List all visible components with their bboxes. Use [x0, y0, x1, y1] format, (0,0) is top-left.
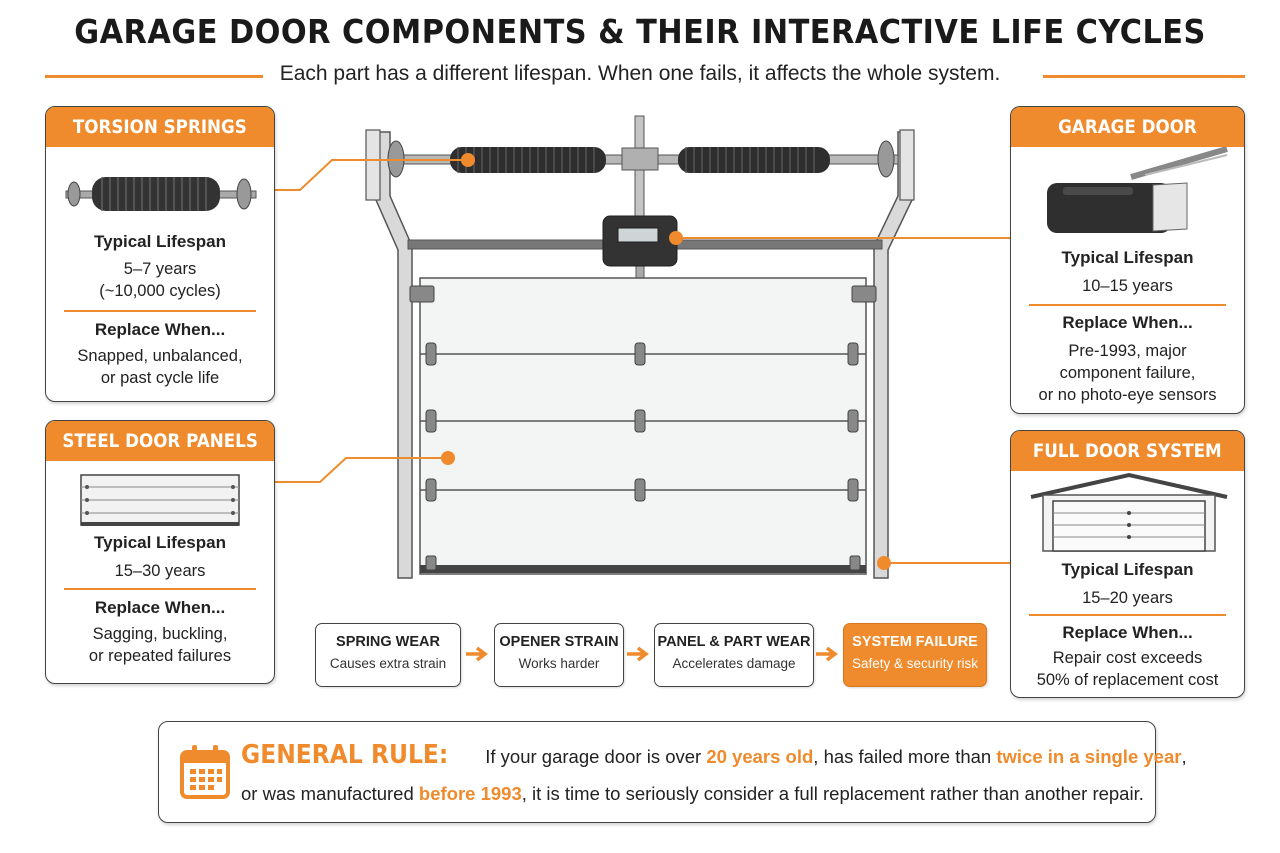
flow-arrow-icon — [816, 646, 838, 662]
subtitle-rule — [0, 62, 1280, 92]
flow-arrow-icon — [627, 646, 649, 662]
flow-opener-strain: OPENER STRAIN Works harder — [494, 623, 624, 687]
full-door-system-card: FULL DOOR SYSTEM Typical Lifespan 15–20 … — [1010, 430, 1245, 698]
torsion-divider — [64, 310, 256, 312]
system-replace-line-1: Repair cost exceeds — [1052, 649, 1203, 667]
garage-door-opener-title: GARAGE DOOR OPENER — [1011, 107, 1244, 178]
flow-step-title: PANEL & PART WEAR — [657, 634, 811, 650]
general-rule-line-2: or was manufactured before 1993, it is t… — [241, 783, 1144, 805]
rule-text: , — [1181, 746, 1187, 767]
panels-divider — [64, 588, 256, 590]
garage-house-icon — [1030, 472, 1228, 552]
torsion-springs-card: TORSION SPRINGS Typical Lifespan 5–7 yea… — [45, 106, 275, 402]
flow-arrow-icon — [466, 646, 488, 662]
subtitle-line-right — [1043, 75, 1245, 78]
flow-step-sub: Accelerates damage — [672, 656, 796, 671]
system-divider — [1029, 614, 1226, 616]
opener-replace-line-3: or no photo-eye sensors — [1038, 386, 1217, 404]
full-door-system-title: FULL DOOR SYSTEM — [1011, 431, 1244, 471]
rule-text: If your garage door is over — [485, 746, 707, 767]
flow-spring-wear: SPRING WEAR Causes extra strain — [315, 623, 461, 687]
steel-door-panels-title: STEEL DOOR PANELS — [46, 421, 274, 461]
torsion-springs-title: TORSION SPRINGS — [46, 107, 274, 147]
panels-lifespan-line-1: 15–30 years — [114, 562, 206, 580]
torsion-replace-line-2: or past cycle life — [100, 369, 220, 387]
opener-lifespan-line-1: 10–15 years — [1082, 277, 1173, 295]
page-title: GARAGE DOOR COMPONENTS & THEIR INTERACTI… — [74, 12, 1206, 51]
system-replace-label: Replace When... — [1062, 623, 1193, 642]
panels-replace-label: Replace When... — [94, 598, 226, 617]
door-opener-icon — [1047, 147, 1228, 233]
garage-door-opener-card: GARAGE DOOR OPENER Typical Lifespan 10–1… — [1010, 106, 1245, 414]
general-rule-label: GENERAL RULE: — [241, 740, 449, 770]
panels-lifespan-label: Typical Lifespan — [94, 533, 226, 552]
flow-step-title: SYSTEM FAILURE — [852, 634, 978, 650]
page-subtitle: Each part has a different lifespan. When… — [279, 62, 1001, 85]
flow-step-title: OPENER STRAIN — [499, 634, 619, 650]
system-lifespan-line-1: 15–20 years — [1082, 589, 1173, 607]
torsion-spring-icon — [65, 177, 257, 211]
calendar-icon — [180, 745, 230, 799]
opener-replace-label: Replace When... — [1062, 313, 1193, 332]
flow-step-sub: Causes extra strain — [329, 656, 447, 671]
torsion-lifespan-label: Typical Lifespan — [94, 232, 226, 251]
general-rule-line-1: GENERAL RULE: If your garage door is over… — [241, 740, 1187, 770]
torsion-spring-right — [678, 147, 830, 173]
system-lifespan-label: Typical Lifespan — [1061, 560, 1194, 579]
general-rule-box: GENERAL RULE: If your garage door is over… — [158, 721, 1187, 823]
rule-text: , it is time to seriously consider a ful… — [521, 783, 1144, 804]
panels-replace-line-1: Sagging, buckling, — [92, 625, 228, 643]
rule-text: , has failed more than — [813, 746, 997, 767]
flow-system-failure: SYSTEM FAILURE Safety & security risk — [843, 623, 987, 687]
opener-replace-line-2: component failure, — [1059, 364, 1196, 382]
panels-replace-line-2: or repeated failures — [88, 647, 232, 665]
opener-divider — [1029, 304, 1226, 306]
door-panel-icon — [80, 474, 240, 526]
rule-highlight: before 1993 — [418, 783, 522, 804]
rule-highlight: twice in a single year — [996, 746, 1182, 767]
flow-step-title: SPRING WEAR — [336, 634, 440, 650]
torsion-replace-label: Replace When... — [94, 320, 226, 339]
opener-lifespan-label: Typical Lifespan — [1061, 248, 1194, 267]
torsion-lifespan-line-2: (~10,000 cycles) — [99, 282, 221, 300]
system-replace-line-2: 50% of replacement cost — [1036, 671, 1219, 689]
opener-replace-line-1: Pre-1993, major — [1068, 342, 1187, 360]
flow-step-sub: Works harder — [518, 656, 600, 671]
rule-highlight: 20 years old — [706, 746, 814, 767]
flow-step-sub: Safety & security risk — [851, 656, 979, 671]
subtitle-line-left — [45, 75, 263, 78]
rule-text: or was manufactured — [241, 783, 419, 804]
torsion-lifespan-line-1: 5–7 years — [123, 260, 197, 278]
flow-panel-part-wear: PANEL & PART WEAR Accelerates damage — [654, 623, 814, 687]
steel-door-panels-card: STEEL DOOR PANELS Typical Lifespan 15–30… — [45, 420, 275, 684]
garage-door-diagram — [272, 115, 1010, 579]
torsion-replace-line-1: Snapped, unbalanced, — [77, 347, 243, 365]
